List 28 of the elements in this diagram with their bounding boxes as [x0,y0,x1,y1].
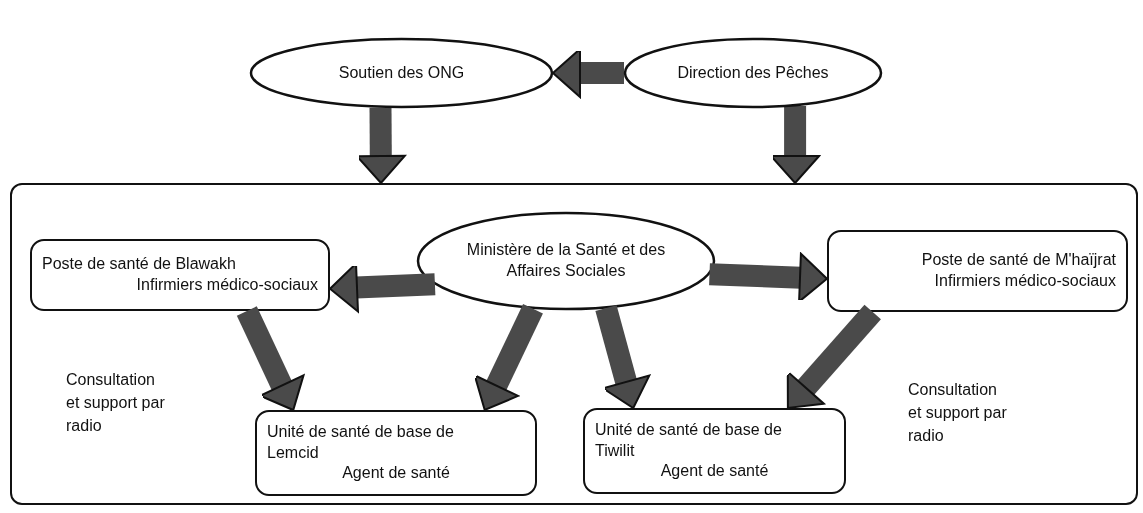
group-frame [10,183,1138,505]
note-text: Consultation et support par radio [66,370,166,437]
node-title: Ministère de la Santé et des Affaires Sociales [465,240,667,281]
process-box [30,239,330,311]
process-box [583,408,846,494]
ellipse-node [250,38,553,108]
node-subtitle: Infirmiers médico-sociaux [933,271,1116,291]
node-title: Soutien des ONG [338,62,465,83]
block-arrow [709,252,828,303]
node-subtitle: Agent de santé [659,461,770,482]
process-box [255,410,537,496]
process-box [827,230,1128,312]
block-arrow [236,306,305,412]
block-arrow [595,305,651,409]
node-subtitle: Agent de santé [341,463,451,484]
node-subtitle: Infirmiers médico-sociaux [135,275,318,295]
node-title: Direction des Pêches [677,62,829,83]
node-title: Unité de santé de base de Lemcid [267,421,455,463]
block-arrow [786,304,881,409]
node-title: Unité de santé de base de Tiwilit [595,419,783,461]
ellipse-node [417,212,715,310]
node-title: Poste de santé de Blawakh [42,254,237,275]
block-arrow [552,48,624,98]
block-arrow [473,304,543,411]
note-text: Consultation et support par radio [908,380,1008,447]
block-arrow [770,106,821,184]
node-title: Poste de santé de M'haïjrat [920,250,1116,271]
ellipse-node [624,38,882,108]
